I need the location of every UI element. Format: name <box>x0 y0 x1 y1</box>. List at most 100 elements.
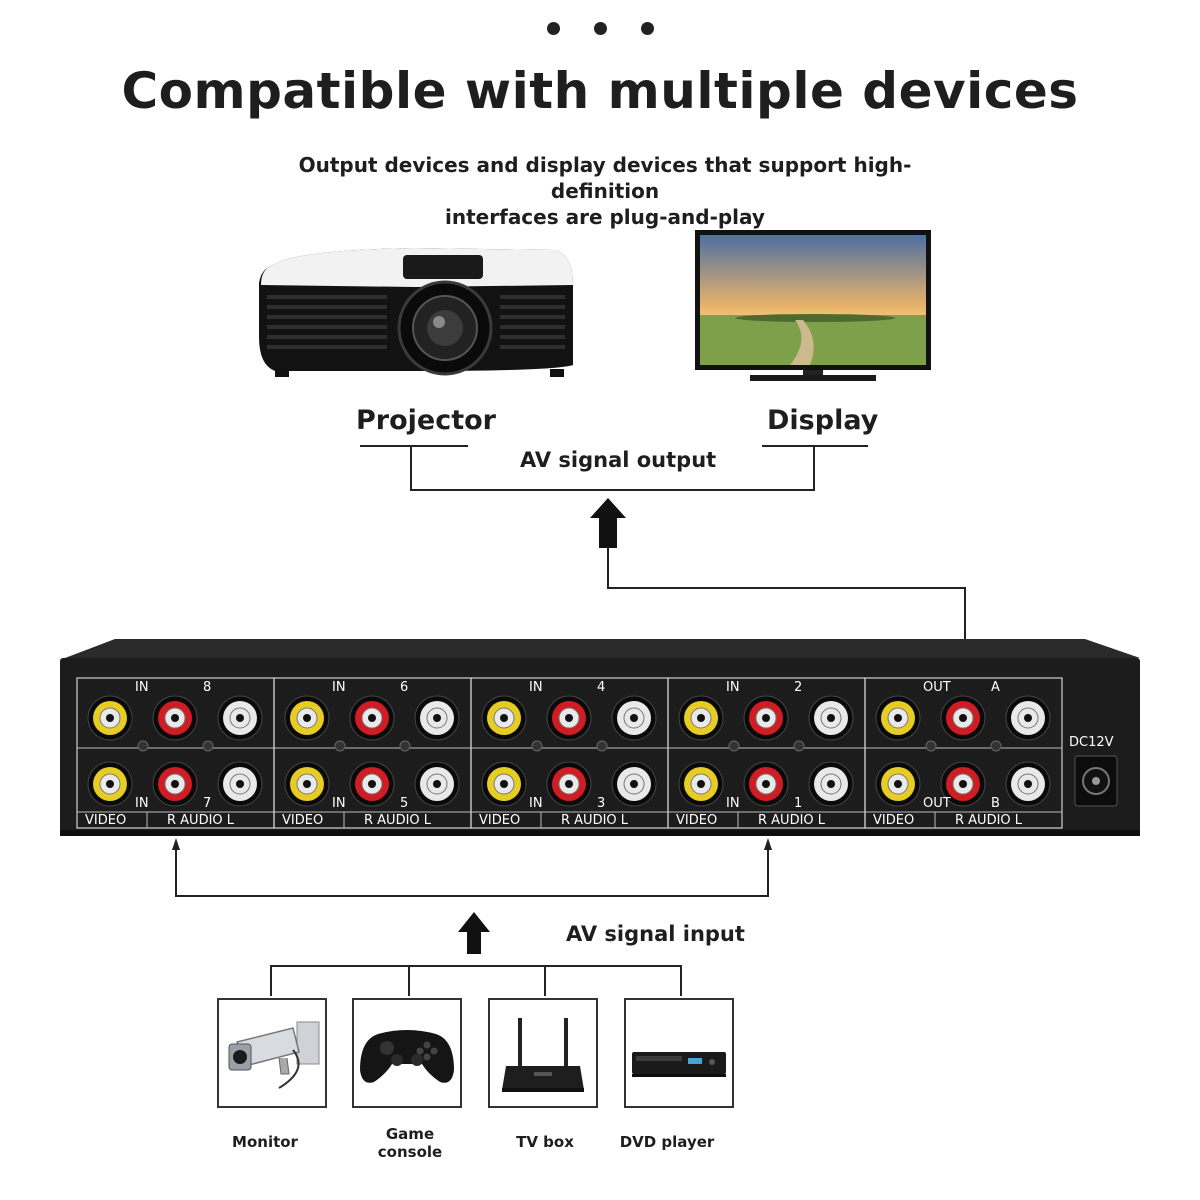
subtitle-line-1: Output devices and display devices that … <box>298 153 912 203</box>
rca-jack-hole <box>697 780 705 788</box>
rca-jack-hole <box>1024 714 1032 722</box>
rca-jack-hole <box>433 714 441 722</box>
group-top-in-label: IN <box>726 680 740 695</box>
rca-jack-hole <box>894 714 902 722</box>
dot <box>546 22 560 35</box>
up-arrow-output-icon <box>590 498 626 548</box>
group-top-number: A <box>991 680 1000 695</box>
group-top-number: 6 <box>400 680 408 695</box>
av-input-label: AV signal input <box>566 922 745 946</box>
screw-icon <box>596 740 608 752</box>
rca-jack-hole <box>630 714 638 722</box>
group-bottom-in-label: OUT <box>923 796 951 811</box>
audio-label: R AUDIO L <box>364 813 432 828</box>
group-bottom-number: 5 <box>400 796 408 811</box>
video-label: VIDEO <box>85 813 126 828</box>
dot <box>593 22 607 35</box>
up-arrow-input-icon <box>458 912 490 954</box>
group-top-in-label: IN <box>332 680 346 695</box>
device-box-game-console <box>352 998 462 1108</box>
rca-jack-hole <box>565 714 573 722</box>
group-bottom-number: 1 <box>794 796 802 811</box>
rca-jack-hole <box>368 780 376 788</box>
av-output-label: AV signal output <box>520 448 717 472</box>
rca-jack-hole <box>106 714 114 722</box>
display-label: Display <box>767 405 879 436</box>
rca-jack-hole <box>500 714 508 722</box>
screw-icon <box>334 740 346 752</box>
rca-jack-hole <box>303 714 311 722</box>
rca-jack-hole <box>565 780 573 788</box>
rca-jack-hole <box>171 780 179 788</box>
screw-icon <box>793 740 805 752</box>
rca-jack-hole <box>236 780 244 788</box>
projector-icon <box>259 248 573 377</box>
rca-jack-hole <box>1024 780 1032 788</box>
dc-label: DC12V <box>1069 735 1114 750</box>
rca-jack-hole <box>106 780 114 788</box>
rca-jack-hole <box>697 714 705 722</box>
group-bottom-in-label: IN <box>332 796 346 811</box>
tv-box-icon <box>502 1018 584 1092</box>
group-bottom-number: 3 <box>597 796 605 811</box>
rca-jack-hole <box>630 780 638 788</box>
device-label-tv-box: TV box <box>516 1133 574 1151</box>
gamepad-icon <box>360 1030 454 1083</box>
dot <box>640 22 654 35</box>
rca-jack-hole <box>959 714 967 722</box>
device-label-game-line1: Game <box>385 1125 435 1143</box>
rca-jack-hole <box>827 780 835 788</box>
rca-jack-hole <box>959 780 967 788</box>
projector-label: Projector <box>356 405 496 436</box>
rca-jack-hole <box>762 780 770 788</box>
group-top-in-label: IN <box>529 680 543 695</box>
screw-icon <box>531 740 543 752</box>
video-label: VIDEO <box>873 813 914 828</box>
group-top-number: 4 <box>597 680 605 695</box>
device-box-monitor <box>217 998 327 1108</box>
video-label: VIDEO <box>479 813 520 828</box>
page-subtitle: Output devices and display devices that … <box>250 152 960 230</box>
dvd-player-icon <box>632 1052 726 1077</box>
audio-label: R AUDIO L <box>167 813 235 828</box>
device-label-game-console: Game console <box>345 1125 475 1161</box>
device-box-tv-box <box>488 998 598 1108</box>
group-top-number: 8 <box>203 680 211 695</box>
audio-label: R AUDIO L <box>561 813 629 828</box>
audio-label: R AUDIO L <box>955 813 1023 828</box>
group-bottom-in-label: IN <box>135 796 149 811</box>
camera-icon <box>228 1021 320 1089</box>
video-label: VIDEO <box>676 813 717 828</box>
group-bottom-in-label: IN <box>529 796 543 811</box>
device-label-game-line2: console <box>377 1143 443 1161</box>
screw-icon <box>399 740 411 752</box>
rca-jack-hole <box>236 714 244 722</box>
device-label-monitor: Monitor <box>232 1133 298 1151</box>
device-box-dvd-player <box>624 998 734 1108</box>
group-bottom-in-label: IN <box>726 796 740 811</box>
screw-icon <box>137 740 149 752</box>
rca-jack-hole <box>827 714 835 722</box>
rca-jack-hole <box>171 714 179 722</box>
decorative-dots <box>0 20 1200 39</box>
group-bottom-number: B <box>991 796 1000 811</box>
audio-label: R AUDIO L <box>758 813 826 828</box>
rca-jack-hole <box>762 714 770 722</box>
device-label-dvd-player: DVD player <box>619 1133 715 1151</box>
rca-jack-hole <box>433 780 441 788</box>
rca-jack-hole <box>500 780 508 788</box>
screw-icon <box>925 740 937 752</box>
screw-icon <box>728 740 740 752</box>
group-top-in-label: IN <box>135 680 149 695</box>
group-top-number: 2 <box>794 680 802 695</box>
rca-jack-hole <box>303 780 311 788</box>
rca-jack-hole <box>894 780 902 788</box>
video-label: VIDEO <box>282 813 323 828</box>
screw-icon <box>202 740 214 752</box>
group-top-in-label: OUT <box>923 680 951 695</box>
subtitle-line-2: interfaces are plug-and-play <box>445 205 765 229</box>
display-icon <box>695 230 931 381</box>
page-title: Compatible with multiple devices <box>121 62 1079 120</box>
